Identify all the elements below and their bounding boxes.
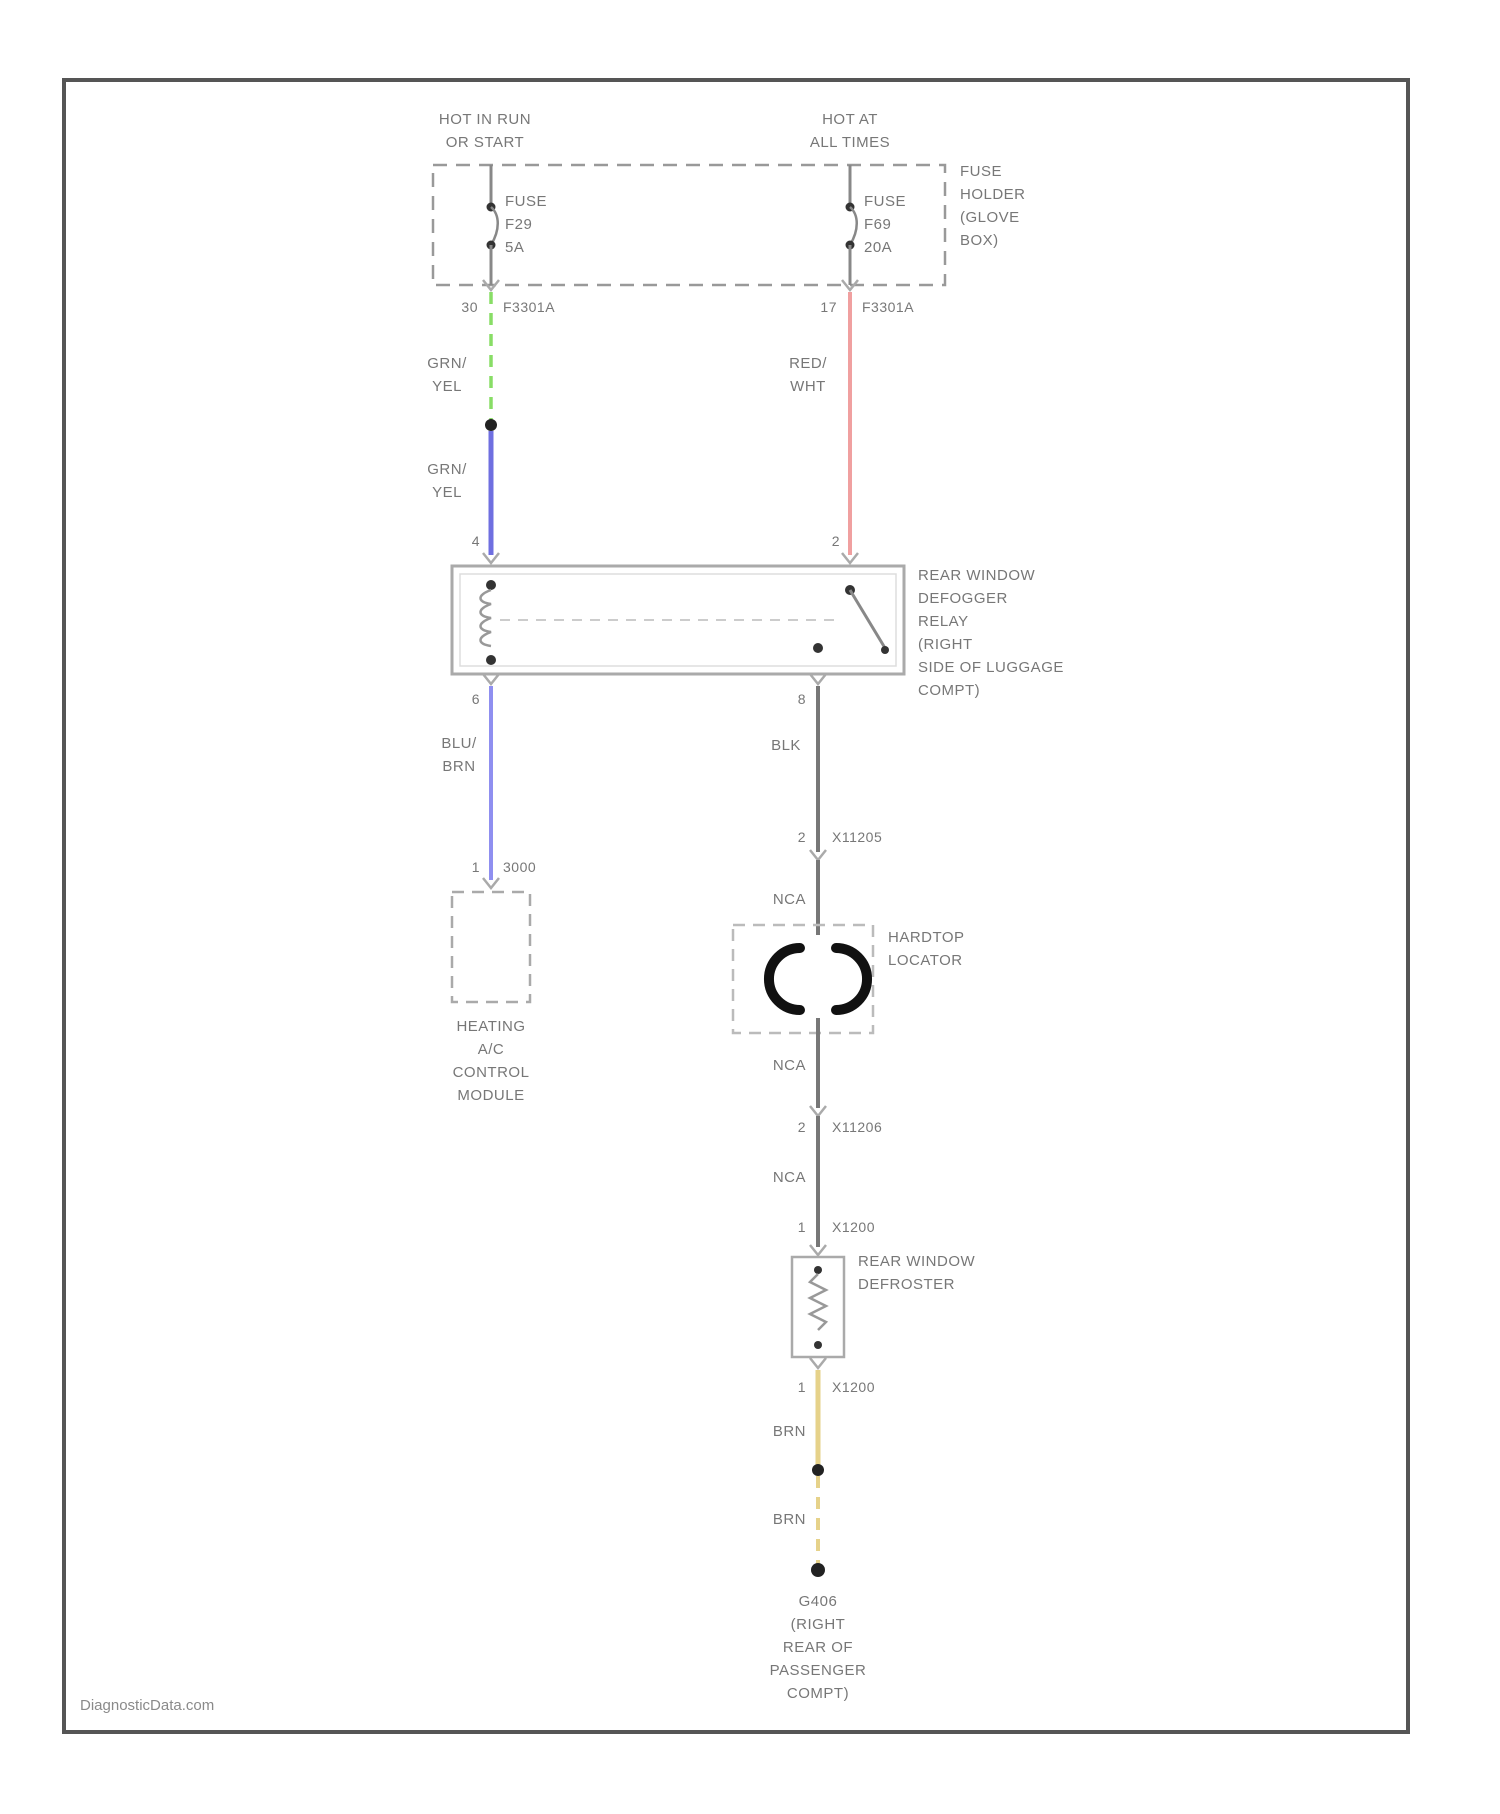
diagram-frame — [64, 80, 1408, 1732]
conn-right-pin: 17 — [790, 296, 837, 319]
hardtop-conn-top-id: X11205 — [832, 826, 882, 849]
hvac-connector-id: 3000 — [503, 856, 536, 879]
wire-red-wht-label: RED/ WHT — [773, 352, 843, 398]
defroster-label: REAR WINDOW DEFROSTER — [858, 1250, 975, 1296]
wire-nca-label-2: NCA — [746, 1054, 806, 1077]
relay-pin-bottom-right: 8 — [766, 688, 806, 711]
hardtop-locator-icon — [769, 948, 867, 1010]
fuse-holder-label: FUSE HOLDER (GLOVE BOX) — [960, 160, 1026, 252]
watermark: DiagnosticData.com — [80, 1694, 214, 1717]
conn-left-id: F3301A — [503, 296, 555, 319]
hvac-pin: 1 — [440, 856, 480, 879]
relay-label: REAR WINDOW DEFOGGER RELAY (RIGHT SIDE O… — [918, 564, 1064, 702]
fuse-f29-icon — [487, 165, 498, 285]
wire-brn-label-1: BRN — [746, 1420, 806, 1443]
relay-pin-bottom-left: 6 — [440, 688, 480, 711]
wire-grn-yel-label-1: GRN/ YEL — [412, 352, 482, 398]
fuse-f69-icon — [846, 165, 857, 285]
relay-pin-top-left: 4 — [440, 530, 480, 553]
hardtop-conn-bottom-id: X11206 — [832, 1116, 882, 1139]
hardtop-locator-box — [733, 925, 873, 1033]
hvac-module-box — [452, 892, 530, 1002]
fuse-f29-label: FUSE F29 5A — [505, 190, 547, 259]
defroster-conn-bottom-pin: 1 — [766, 1376, 806, 1399]
source-run-start-label: HOT IN RUN OR START — [405, 108, 565, 154]
fuse-f69-label: FUSE F69 20A — [864, 190, 906, 259]
hvac-module-label: HEATING A/C CONTROL MODULE — [421, 1015, 561, 1107]
wire-nca-label-1: NCA — [746, 888, 806, 911]
relay-coil-icon — [481, 580, 497, 665]
conn-right-id: F3301A — [862, 296, 914, 319]
wire-blu-brn-label: BLU/ BRN — [424, 732, 494, 778]
wire-brn-label-2: BRN — [746, 1508, 806, 1531]
hardtop-conn-top-pin: 2 — [766, 826, 806, 849]
conn-left-pin: 30 — [430, 296, 478, 319]
defroster-element-icon — [810, 1266, 826, 1349]
ground-label: G406 (RIGHT REAR OF PASSENGER COMPT) — [738, 1590, 898, 1705]
hardtop-conn-bottom-pin: 2 — [766, 1116, 806, 1139]
relay-pin-top-right: 2 — [800, 530, 840, 553]
splice-bottom — [812, 1464, 824, 1476]
source-all-times-label: HOT AT ALL TIMES — [775, 108, 925, 154]
splice-left — [485, 419, 497, 431]
ground-icon — [811, 1563, 825, 1577]
hardtop-locator-label: HARDTOP LOCATOR — [888, 926, 965, 972]
defroster-conn-top-id: X1200 — [832, 1216, 875, 1239]
wire-grn-yel-label-2: GRN/ YEL — [412, 458, 482, 504]
defroster-conn-top-pin: 1 — [766, 1216, 806, 1239]
defroster-conn-bottom-id: X1200 — [832, 1376, 875, 1399]
wire-blk-label: BLK — [756, 734, 816, 757]
wire-nca-label-3: NCA — [746, 1166, 806, 1189]
